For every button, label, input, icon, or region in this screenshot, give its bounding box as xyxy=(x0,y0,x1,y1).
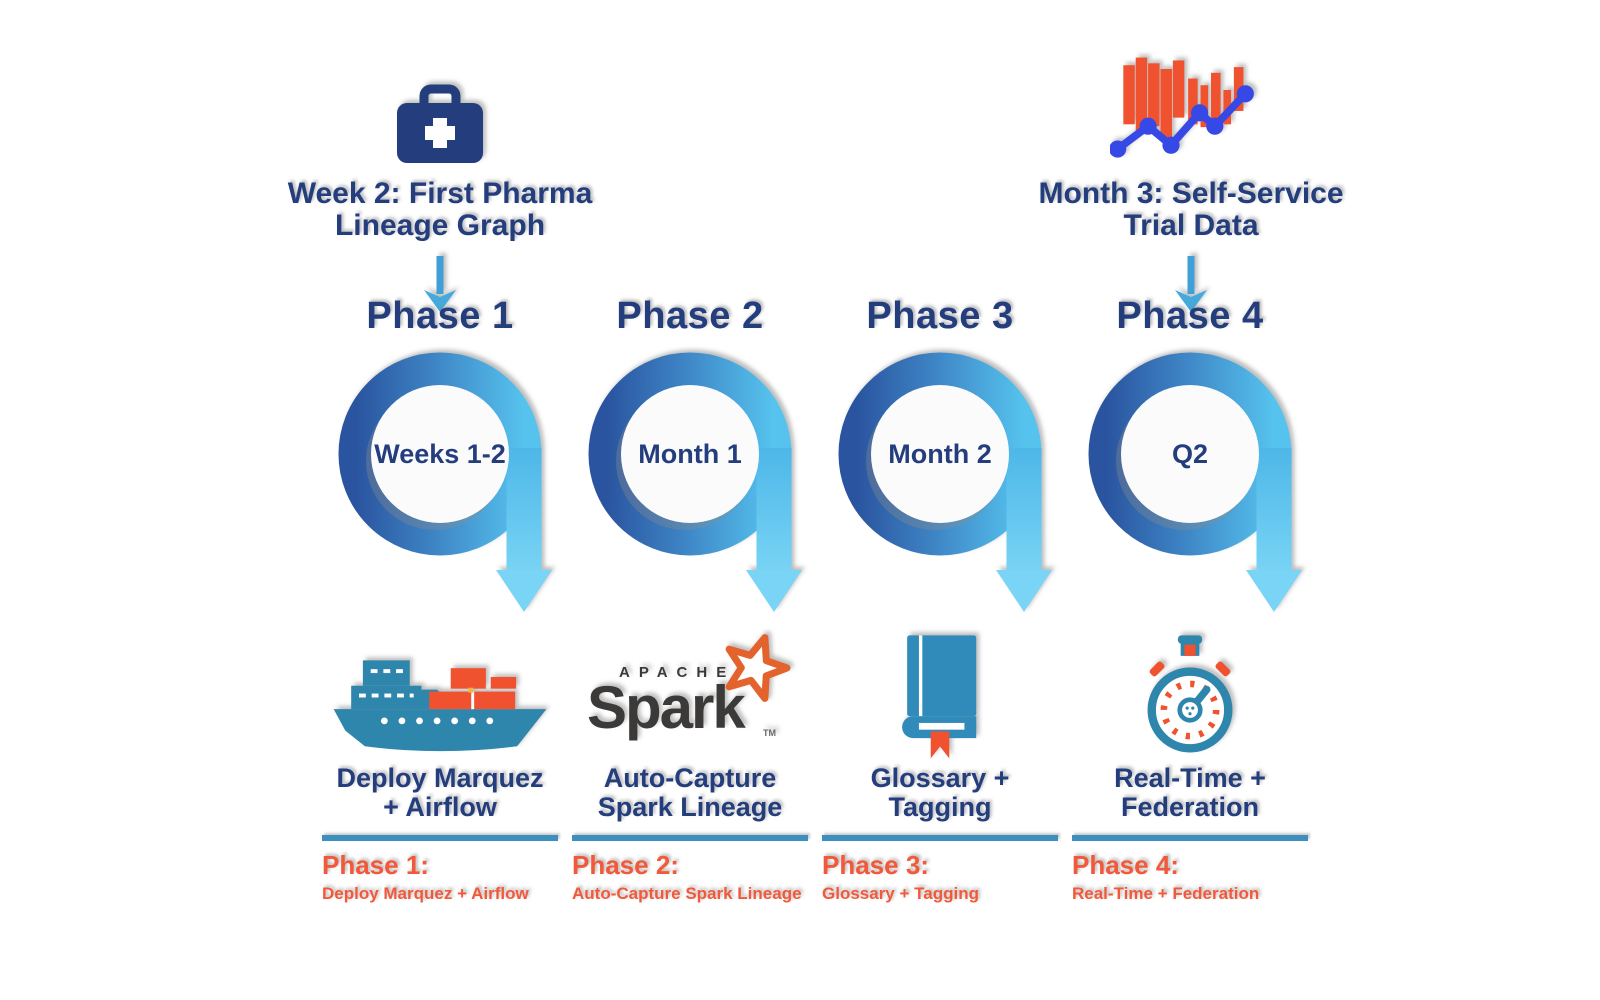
phase-4-title: Phase 4 xyxy=(1116,295,1264,337)
phase-1-label-line2: + Airflow xyxy=(383,792,497,823)
spark-tm: TM xyxy=(763,727,776,738)
timeframe-phase-1: Weeks 1-2 xyxy=(374,439,506,469)
phase-4-label: Real-Time + Federation xyxy=(1114,762,1266,823)
phase-3-label-line1: Glossary + xyxy=(870,762,1010,793)
phase-4-footer-text: Real-Time + Federation xyxy=(1072,884,1260,904)
phase-1-title: Phase 1 xyxy=(366,295,514,337)
apache-spark-logo: APACHE Spark TM xyxy=(585,632,795,760)
callout-caption-line2: Lineage Graph xyxy=(334,208,546,242)
phase-2-title: Phase 2 xyxy=(616,295,764,337)
glossary-book-icon xyxy=(888,632,992,760)
phase-column-2: Phase 2 Month 1 APACHE Spark xyxy=(572,295,808,904)
phase-grid: Phase 1 Weeks 1-2 xyxy=(322,295,1308,904)
down-arrow-icon xyxy=(1175,255,1207,312)
loop-arrow-phase-1: Weeks 1-2 xyxy=(338,352,552,612)
timeframe-phase-3: Month 2 xyxy=(888,439,991,469)
cargo-ship-icon xyxy=(327,632,553,760)
spark-apache-text: APACHE xyxy=(619,663,736,681)
spark-star-icon xyxy=(725,633,791,702)
phase-1-footer-title: Phase 1: xyxy=(322,850,429,881)
callout-caption-line2: Trial Data xyxy=(1123,208,1259,242)
down-arrow-icon xyxy=(424,255,456,312)
phase-1-divider xyxy=(322,835,558,842)
phase-4-divider xyxy=(1072,835,1308,842)
phase-2-label-line2: Spark Lineage xyxy=(597,792,783,823)
callout-trial-data-milestone: Month 3: Self-Service Trial Data xyxy=(1001,56,1381,316)
phase-2-label-line1: Auto-Capture xyxy=(603,762,777,793)
phase-2-divider xyxy=(572,835,808,842)
first-aid-briefcase-icon xyxy=(390,56,490,168)
callout-caption-line1: Week 2: First Pharma xyxy=(287,177,593,210)
loop-arrow-phase-2: Month 1 xyxy=(588,352,802,612)
phase-3-title: Phase 3 xyxy=(866,295,1014,337)
bar-line-chart-icon xyxy=(1110,56,1272,168)
callout-pharma-milestone: Week 2: First Pharma Lineage Graph xyxy=(250,56,630,316)
phase-1-label: Deploy Marquez + Airflow xyxy=(336,762,544,823)
phase-4-label-line2: Federation xyxy=(1120,792,1259,823)
phase-2-label: Auto-Capture Spark Lineage xyxy=(597,762,783,823)
loop-arrow-phase-4: Q2 xyxy=(1088,352,1302,612)
phase-2-footer-title: Phase 2: xyxy=(572,850,679,881)
phase-column-4: Phase 4 Q2 xyxy=(1072,295,1308,904)
phase-4-footer-title: Phase 4: xyxy=(1072,850,1179,881)
timeframe-phase-4: Q2 xyxy=(1172,439,1208,469)
spark-wordmark: Spark xyxy=(587,673,746,741)
callout-caption-line1: Month 3: Self-Service xyxy=(1038,177,1344,210)
phase-3-footer-text: Glossary + Tagging xyxy=(822,884,979,904)
callout-caption: Week 2: First Pharma Lineage Graph xyxy=(288,178,593,242)
callout-caption: Month 3: Self-Service Trial Data xyxy=(1038,178,1343,242)
phase-3-footer-title: Phase 3: xyxy=(822,850,929,881)
stopwatch-icon xyxy=(1134,632,1246,760)
timeframe-phase-2: Month 1 xyxy=(638,439,741,469)
phase-4-label-line1: Real-Time + xyxy=(1114,762,1266,793)
phase-3-label: Glossary + Tagging xyxy=(870,762,1010,823)
phase-2-footer-text: Auto-Capture Spark Lineage xyxy=(572,884,802,904)
loop-arrow-phase-3: Month 2 xyxy=(838,352,1052,612)
phase-column-1: Phase 1 Weeks 1-2 xyxy=(322,295,558,904)
phase-3-label-line2: Tagging xyxy=(888,792,992,823)
phase-3-divider xyxy=(822,835,1058,842)
phase-column-3: Phase 3 Month 2 Glos xyxy=(822,295,1058,904)
phase-1-footer-text: Deploy Marquez + Airflow xyxy=(322,884,529,904)
phase-1-label-line1: Deploy Marquez xyxy=(336,762,544,793)
